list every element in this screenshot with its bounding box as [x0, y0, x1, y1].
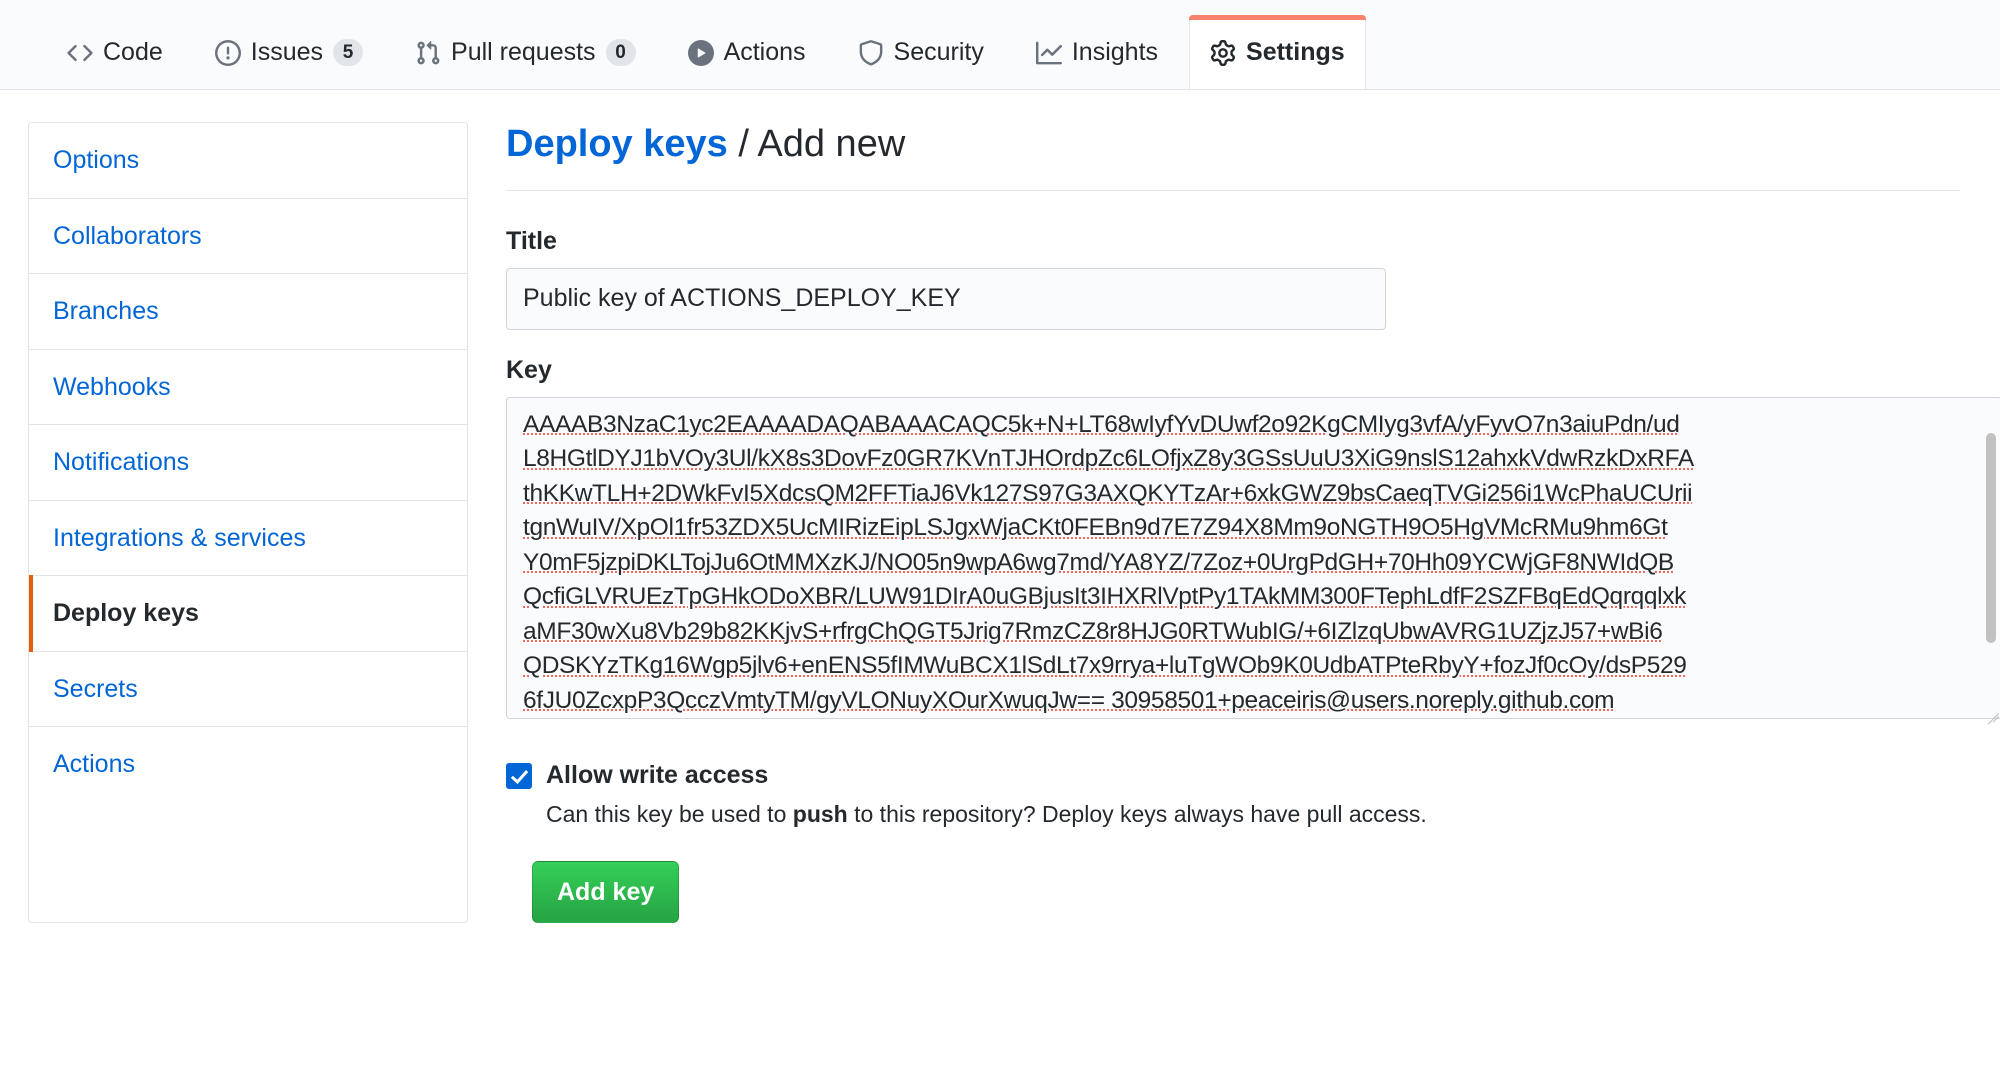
breadcrumb-separator: / [738, 123, 749, 165]
tab-security-label: Security [893, 38, 984, 66]
gear-icon [1210, 39, 1236, 66]
tab-code-label: Code [103, 38, 163, 66]
tab-settings[interactable]: Settings [1189, 15, 1366, 89]
allow-write-access-label[interactable]: Allow write access [546, 760, 769, 789]
tab-issues-label: Issues [250, 38, 324, 66]
breadcrumb-current: Add new [757, 123, 906, 165]
pull-requests-counter: 0 [605, 39, 636, 66]
allow-write-access-text: Allow write access Can this key be used … [546, 757, 1427, 832]
key-line: AAAAB3NzaC1yc2EAAAADAQABAAACAQC5k+N+LT68… [523, 410, 1680, 438]
graph-icon [1035, 40, 1062, 66]
allow-write-access-note: Can this key be used to push to this rep… [546, 797, 1427, 832]
tab-security[interactable]: Security [837, 15, 1005, 89]
page-title: Deploy keys / Add new [506, 122, 1960, 191]
key-line: QDSKYzTKg16Wgp5jlv6+enENS5fIMWuBCX1lSdLt… [523, 652, 1687, 680]
sidebar-item-deploy-keys[interactable]: Deploy keys [29, 575, 467, 652]
sidebar-item-actions[interactable]: Actions [29, 727, 467, 802]
title-field-label: Title [506, 226, 557, 255]
sidebar-item-secrets[interactable]: Secrets [29, 651, 467, 727]
key-field-label: Key [506, 355, 552, 384]
key-line: 6fJU0ZcxpP3QcczVmtyTM/gyVLONuyXOurXwuqJw… [523, 686, 1615, 714]
add-key-button[interactable]: Add key [532, 861, 680, 924]
key-line: Y0mF5jzpiDKLTojJu6OtMMXzKJ/NO05n9wpA6wg7… [523, 548, 1674, 576]
key-line: L8HGtlDYJ1bVOy3Ul/kX8s3DovFz0GR7KVnTJHOr… [523, 445, 1694, 473]
sidebar-item-webhooks[interactable]: Webhooks [29, 349, 467, 425]
issues-counter: 5 [333, 39, 364, 66]
tab-insights[interactable]: Insights [1015, 15, 1179, 89]
sidebar-item-integrations-services[interactable]: Integrations & services [29, 500, 467, 576]
tab-code[interactable]: Code [46, 15, 184, 89]
key-line: QcfiGLVRUEzTpGHkODoXBR/LUW91DIrA0uGBjusI… [523, 583, 1687, 611]
key-textarea-wrapper: AAAAB3NzaC1yc2EAAAADAQABAAACAQC5k+N+LT68… [506, 396, 2000, 719]
tab-pull-requests-label: Pull requests [451, 38, 596, 66]
key-textarea[interactable]: AAAAB3NzaC1yc2EAAAADAQABAAACAQC5k+N+LT68… [506, 396, 2000, 719]
allow-write-access-row: Allow write access Can this key be used … [506, 757, 1960, 832]
settings-sidebar: Options Collaborators Branches Webhooks … [28, 122, 468, 924]
issue-opened-icon [214, 39, 241, 66]
play-icon [687, 39, 714, 66]
tab-actions[interactable]: Actions [667, 15, 827, 89]
sidebar-item-options[interactable]: Options [29, 123, 467, 199]
key-line: thKKwTLH+2DWkFvI5XdcsQM2FFTiaJ6Vk127S97G… [523, 479, 1693, 507]
code-icon [67, 40, 93, 66]
note-push-strong: push [792, 800, 848, 827]
title-input[interactable] [506, 267, 1386, 330]
tab-issues[interactable]: Issues 5 [194, 15, 384, 89]
tab-insights-label: Insights [1071, 38, 1159, 66]
sidebar-item-notifications[interactable]: Notifications [29, 425, 467, 501]
tab-pull-requests[interactable]: Pull requests 0 [394, 15, 657, 89]
repo-nav-tabs: Code Issues 5 Pull requests 0 Actions [0, 0, 2000, 90]
note-after: to this repository? Deploy keys always h… [847, 800, 1427, 827]
note-before: Can this key be used to [546, 800, 793, 827]
deploy-key-form: Deploy keys / Add new Title Key AAAAB3Nz… [494, 122, 2000, 924]
key-line: tgnWuIV/XpOl1fr53ZDX5UcMIRizEipLSJgxWjaC… [523, 514, 1668, 542]
settings-page: Options Collaborators Branches Webhooks … [0, 90, 2000, 924]
git-pull-request-icon [415, 40, 441, 66]
key-textarea-scroll-thumb[interactable] [1986, 432, 1996, 643]
shield-icon [858, 39, 884, 66]
allow-write-access-checkbox[interactable] [506, 762, 532, 789]
sidebar-item-collaborators[interactable]: Collaborators [29, 198, 467, 274]
tab-actions-label: Actions [723, 38, 806, 66]
sidebar-item-branches[interactable]: Branches [29, 274, 467, 350]
key-line: aMF30wXu8Vb29b82KKjvS+rfrgChQGT5Jrig7Rmz… [523, 617, 1663, 645]
tab-settings-label: Settings [1246, 38, 1345, 66]
breadcrumb-deploy-keys-link[interactable]: Deploy keys [506, 123, 728, 165]
key-textarea-scrollbar[interactable] [1982, 398, 2000, 717]
